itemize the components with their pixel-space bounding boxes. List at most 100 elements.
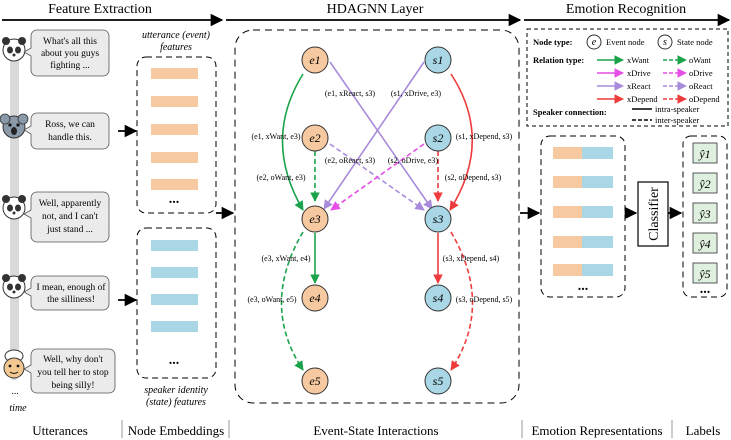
labels-box [682,135,728,298]
legend-event-node-icon: e [586,34,602,50]
svg-text:e4: e4 [309,291,320,305]
utterance-3-line-2: not, and I can't [42,212,98,222]
edge-label-e1-xwant-e3: (e1, xWant, e3) [251,132,300,141]
speaker-features-ellipsis: ... [169,353,180,368]
emotion-reps-ellipsis: ... [578,279,589,294]
edge-s1-xdepend-s3 [449,73,473,211]
event-node-1: e1 [301,46,329,74]
edge-label-e1-xreact-s3: (e1, xReact, s3) [325,89,376,98]
label-node-4: ŷ4 [692,232,718,254]
utterance-2-line-1: Ross, we can [45,120,95,130]
edge-e3-owant-e5 [280,231,304,371]
label-node-5: ŷ5 [692,262,718,284]
classifier-label: Classifier [647,187,662,241]
legend-xwant: xWant [627,55,650,65]
legend-state-node-icon: s [657,34,673,50]
svg-text:ŷ1: ŷ1 [698,147,710,161]
labels-ellipsis: ... [700,282,711,297]
svg-text:e2: e2 [309,131,320,145]
emotion-rep-bars [553,147,613,276]
state-node-2: s2 [424,124,452,152]
utterance-5-line-3: being silly! [51,381,94,391]
graph-edges [280,61,474,371]
bottom-label-emotion-reps: Emotion Representations [531,423,662,438]
legend-event-node: Event node [606,37,645,47]
edge-e1-xwant-e3 [281,73,304,211]
svg-text:ŷ3: ŷ3 [698,207,710,221]
state-node-3: s3 [424,205,452,233]
legend-inter: inter-speaker [655,115,699,125]
bottom-label-event-state: Event-State Interactions [313,423,438,438]
svg-text:s3: s3 [433,212,444,226]
legend-odepend: oDepend [689,94,720,104]
speaker-feature-bars [151,240,198,332]
event-node-3: e3 [301,205,329,233]
edge-label-e2-oreact-s3: (e2, oReact, s3) [325,156,376,165]
state-node-4: s4 [424,284,452,312]
section-title-emotion-recognition: Emotion Recognition [566,2,686,17]
legend-node-type: Node type: [533,37,573,47]
legend-xdrive: xDrive [627,68,651,78]
edge-label-s3-xdepend-s4: (s3, xDepend, s4) [443,254,500,263]
utterance-4-line-1: I mean, enough of [36,282,106,293]
svg-text:e3: e3 [309,212,320,226]
label-node-3: ŷ3 [692,202,718,224]
legend-xreact: xReact [627,81,651,91]
edge-e1-xreact-s3 [329,61,433,210]
time-label: time [9,403,27,414]
svg-text:ŷ2: ŷ2 [698,177,710,191]
utterance-5-line-1: Well, why don't [43,355,103,365]
speaker-features-label-2: (state) features [146,397,206,408]
legend-owant: oWant [689,55,712,65]
legend-box [526,28,729,127]
legend-state-node: State node [677,37,713,47]
utterance-bubble-2: Ross, we can handle this. [23,112,110,150]
edge-s2-odrive-e3 [330,143,425,211]
utterance-feature-bars [151,68,198,190]
edge-label-e3-xwant-e4: (e3, xWant, e4) [261,254,310,263]
edge-labels: (e1, xReact, s3) (s1, xDrive, e3) (e1, x… [247,89,512,304]
utterance-bubble-1: What's all this about you guys fighting … [23,29,110,77]
svg-text:s4: s4 [433,291,444,305]
edge-label-s1-xdepend-s3: (s1, xDepend, s3) [456,132,513,141]
legend-oreact: oReact [689,81,713,91]
section-title-hdagnn-layer: HDAGNN Layer [327,2,424,17]
utterance-bubble-4: I mean, enough of the silliness! [23,275,110,311]
utterance-4-line-2: the silliness! [47,295,95,305]
bottom-label-utterances: Utterances [32,423,88,438]
event-node-2: e2 [301,124,329,152]
edge-s3-odepend-s5 [450,231,474,371]
utterance-bubble-5: Well, why don't you tell her to stop bei… [23,348,116,394]
legend-intra: intra-speaker [655,104,700,114]
edge-label-s2-odrive-e3: (s2, oDrive, e3) [388,156,439,165]
utterance-1-line-3: fighting ... [50,60,90,71]
avatar-panda-2 [2,195,26,220]
timeline-ellipsis: ... [11,387,18,397]
utterance-features-label-1: utterance (event) [142,30,211,41]
bottom-label-node-embeddings: Node Embeddings [128,423,224,438]
utterance-1-line-2: about you guys [41,49,99,59]
utterance-3-line-3: just stand ... [46,225,93,235]
section-title-feature-extraction: Feature Extraction [48,2,152,17]
label-node-2: ŷ2 [692,172,718,194]
avatar-panda-3 [2,274,26,299]
classifier-box: Classifier [637,181,669,247]
svg-text:s1: s1 [433,53,444,67]
svg-text:ŷ5: ŷ5 [698,267,710,281]
event-node-5: e5 [301,367,329,395]
utterance-5-line-2: you tell her to stop [37,368,108,378]
bottom-label-labels: Labels [686,423,721,438]
label-node-1: ŷ1 [692,142,718,164]
utterance-features-label-2: features [160,42,192,53]
svg-text:s5: s5 [433,374,444,388]
legend-odrive: oDrive [689,68,713,78]
edge-label-e3-owant-e5: (e3, oWant, e5) [247,295,296,304]
edge-label-s3-odepend-s5: (s3, oDepend, s5) [456,295,513,304]
avatar-chef [3,349,25,379]
event-node-4: e4 [301,284,329,312]
edge-label-s2-odepend-s3: (s2, oDepend, s3) [445,173,502,182]
edge-s1-xdrive-e3 [323,61,425,210]
utterance-1-line-1: What's all this [43,37,97,47]
